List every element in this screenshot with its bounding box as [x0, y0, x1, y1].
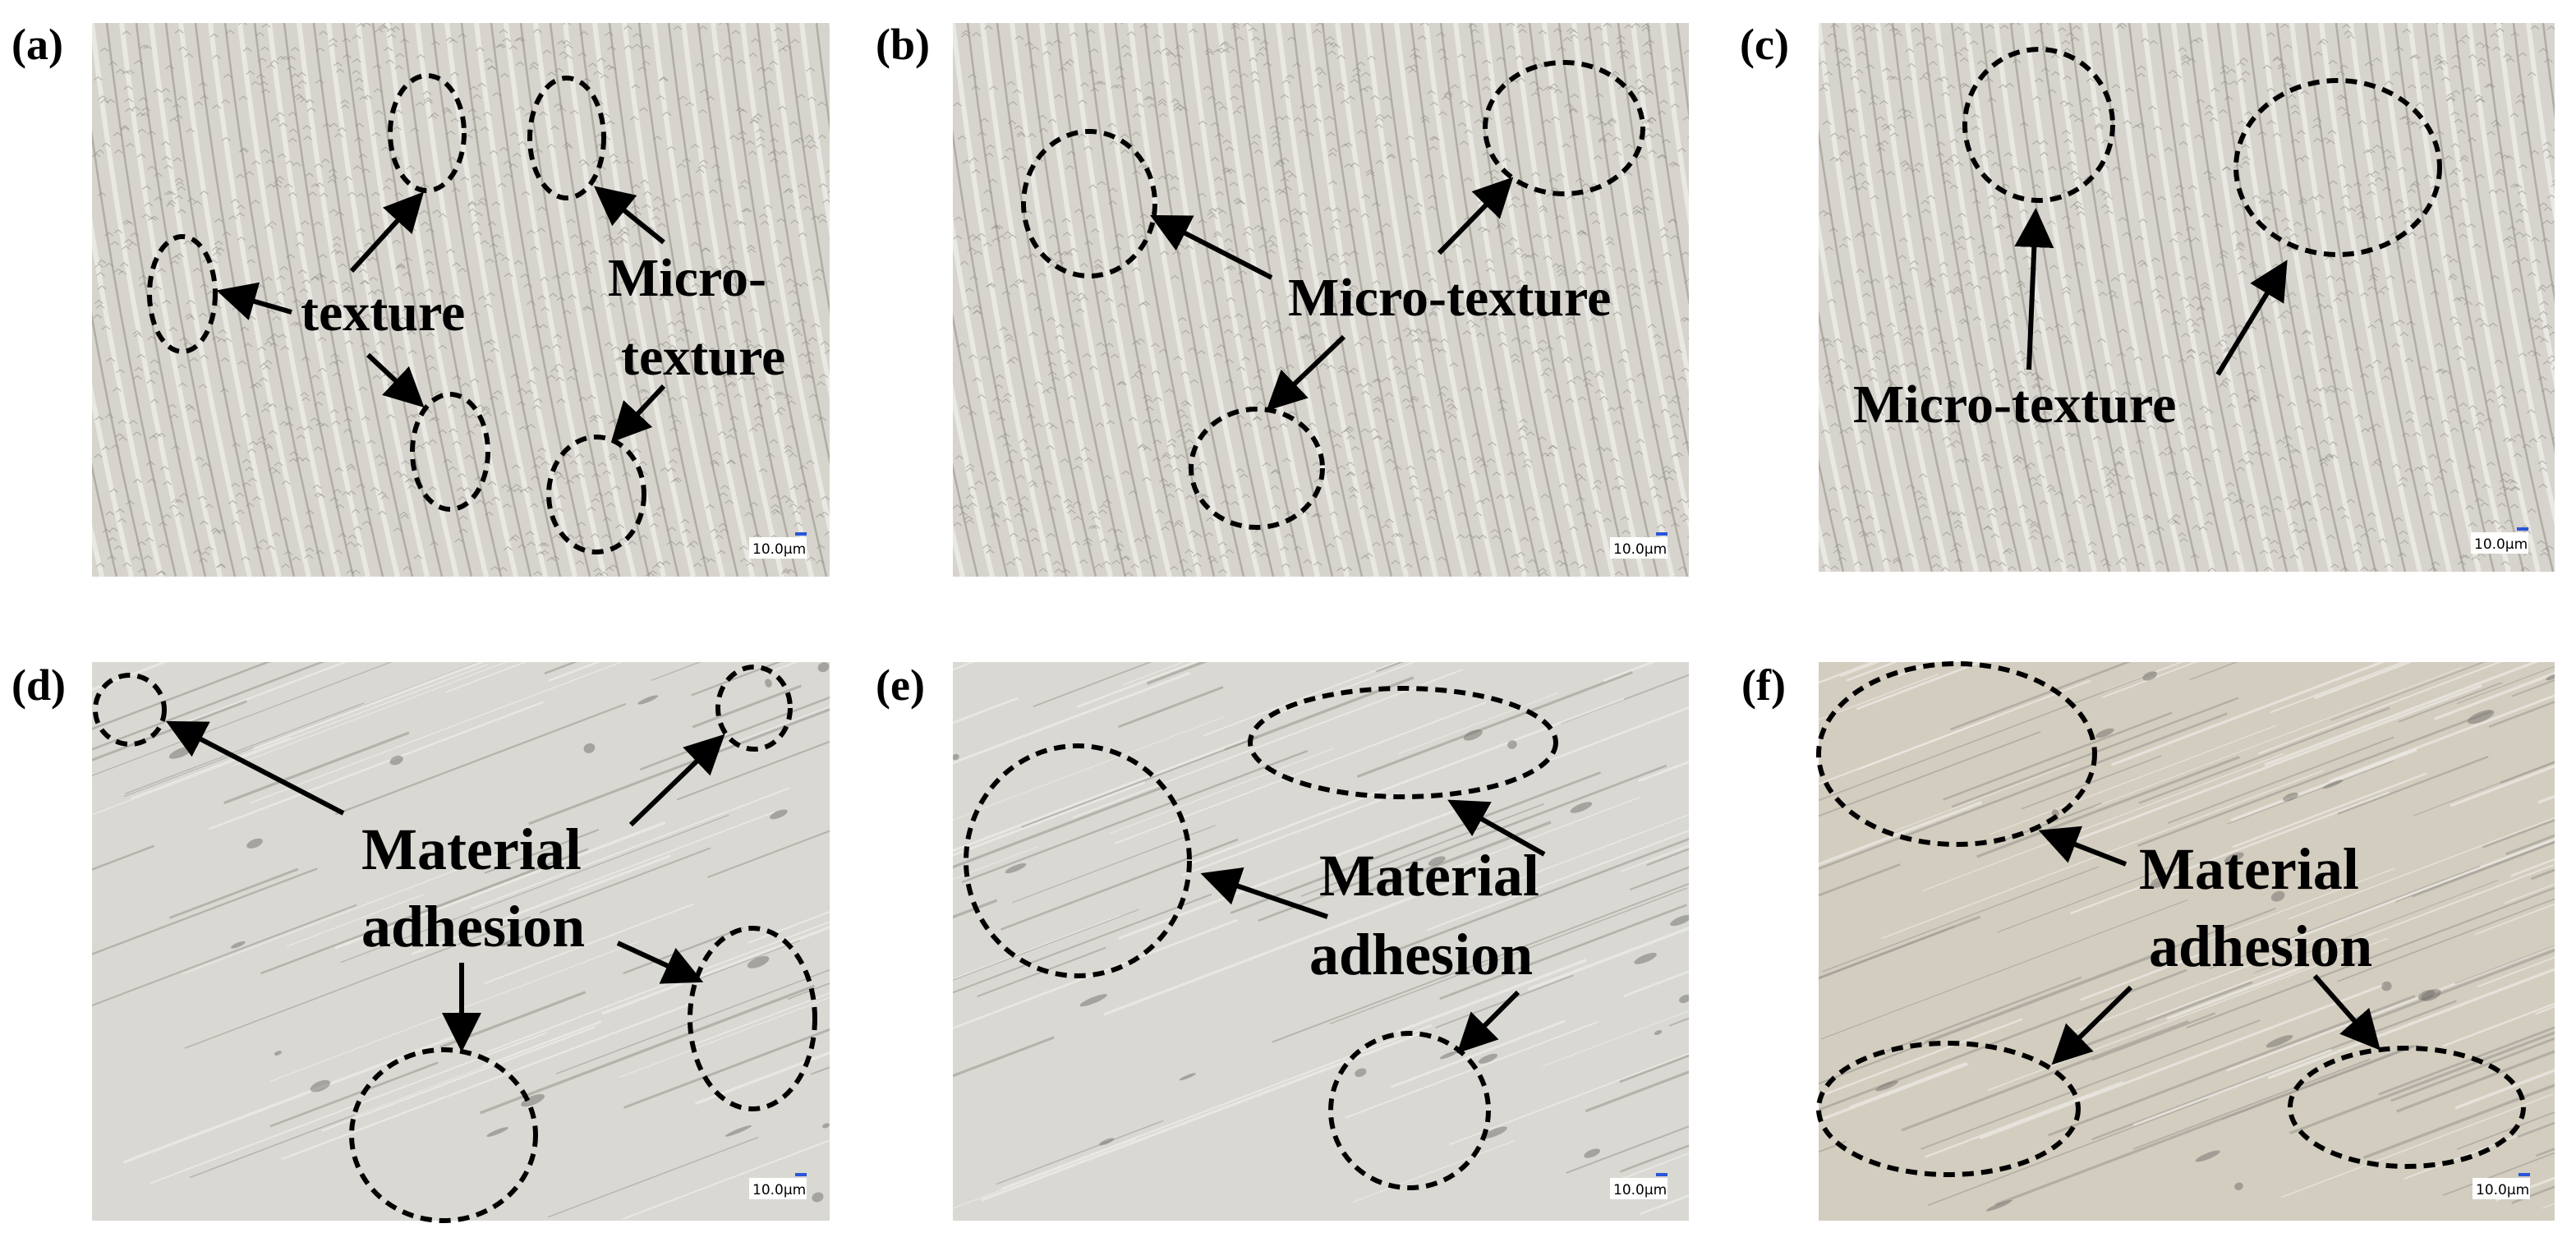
panel-c-tag: (c)	[1740, 20, 1789, 69]
panel-d-scale-bar: 10.0μm	[749, 1173, 807, 1199]
panel-d-arrows	[166, 720, 725, 1052]
panel-a-ellipse-1	[147, 234, 218, 354]
panel-e: (e) Material adhesion 10.0μm	[876, 660, 1689, 1221]
panel-f-ellipse-2	[1816, 1041, 2081, 1177]
panel-c-ellipse-2	[2233, 78, 2442, 257]
panel-d-ellipse-3	[688, 926, 817, 1111]
panel-e-scale-label: 10.0μm	[1613, 1182, 1667, 1198]
panel-b-image	[953, 23, 1689, 577]
panel-d-scale-label: 10.0μm	[752, 1182, 806, 1198]
panel-a-image	[92, 23, 830, 577]
panel-c-arrows	[2014, 208, 2288, 376]
panel-a-ellipse-4	[410, 392, 490, 512]
panel-f-image	[1819, 662, 2555, 1221]
panel-a-ellipse-3	[527, 76, 606, 200]
panel-d-tag: (d)	[12, 660, 66, 710]
panel-a-scale-label: 10.0μm	[752, 541, 806, 558]
panel-a-label-texture: texture	[301, 283, 465, 343]
panel-f-scale-label: 10.0μm	[2476, 1182, 2529, 1198]
panel-f-label-2: adhesion	[2149, 913, 2372, 979]
panel-c-annotations	[1962, 47, 2442, 257]
panel-f-annotations	[1816, 661, 2526, 1177]
panel-e-image	[953, 662, 1689, 1221]
panel-d-ellipse-2	[715, 665, 793, 752]
panel-e-label-2: adhesion	[1309, 922, 1533, 987]
panel-b: (b) Micro-texture 10.0μm	[876, 20, 1689, 577]
panel-c-label: Micro-texture	[1853, 375, 2176, 435]
panel-a-arrows	[216, 186, 666, 443]
panel-f-scale-bar: 10.0μm	[2472, 1173, 2530, 1199]
panel-a-scale-bar: 10.0μm	[749, 532, 807, 559]
panel-a-tag: (a)	[12, 20, 63, 69]
panel-e-ellipse-1	[1248, 686, 1558, 799]
panel-a-label-micro: Micro-	[608, 248, 766, 308]
panel-f-ellipse-3	[2288, 1046, 2526, 1169]
panel-e-scale-bar: 10.0μm	[1610, 1173, 1668, 1199]
panel-e-ellipse-2	[964, 743, 1192, 978]
panel-a-label-texture-2: texture	[621, 327, 785, 387]
panel-c-scale-label: 10.0μm	[2474, 536, 2528, 553]
panel-a-ellipse-2	[388, 73, 467, 193]
panel-e-ellipse-3	[1328, 1031, 1491, 1190]
panel-b-scale-label: 10.0μm	[1613, 541, 1667, 558]
panel-e-label-1: Material	[1319, 843, 1539, 908]
panel-f-ellipse-1	[1816, 661, 2097, 847]
panel-b-annotations	[1021, 60, 1645, 530]
panel-e-arrows	[1200, 799, 1546, 1054]
panel-a: (a) texture Micro- texture 10.0μm	[12, 20, 830, 577]
panel-c-image	[1819, 23, 2555, 572]
panel-f-label-1: Material	[2139, 836, 2359, 902]
panel-b-ellipse-2	[1483, 60, 1645, 196]
panel-a-ellipse-5	[546, 435, 646, 554]
panel-b-tag: (b)	[876, 20, 930, 69]
panel-e-annotations	[964, 686, 1558, 1190]
panel-e-tag: (e)	[876, 660, 925, 710]
panel-b-ellipse-1	[1021, 129, 1157, 278]
panel-f-arrows	[2038, 826, 2380, 1065]
panel-b-arrows	[1149, 177, 1514, 412]
panel-b-label: Micro-texture	[1288, 268, 1611, 328]
panel-d-label-1: Material	[361, 816, 582, 882]
panel-c: (c) Micro-texture 10.0μm	[1740, 20, 2555, 572]
panel-b-ellipse-3	[1189, 407, 1325, 530]
panel-a-annotations	[147, 73, 646, 554]
panel-d-label-2: adhesion	[361, 894, 585, 959]
panel-c-scale-bar: 10.0μm	[2471, 527, 2528, 554]
panel-f: (f) Material adhesion 10.0μm	[1741, 660, 2555, 1221]
panel-d-ellipse-1	[93, 673, 167, 747]
panel-d: (d) Material adhesion 10.0μm	[12, 660, 830, 1223]
panel-c-ellipse-1	[1962, 47, 2115, 203]
panel-f-tag: (f)	[1741, 660, 1786, 710]
panel-b-scale-bar: 10.0μm	[1610, 532, 1668, 559]
